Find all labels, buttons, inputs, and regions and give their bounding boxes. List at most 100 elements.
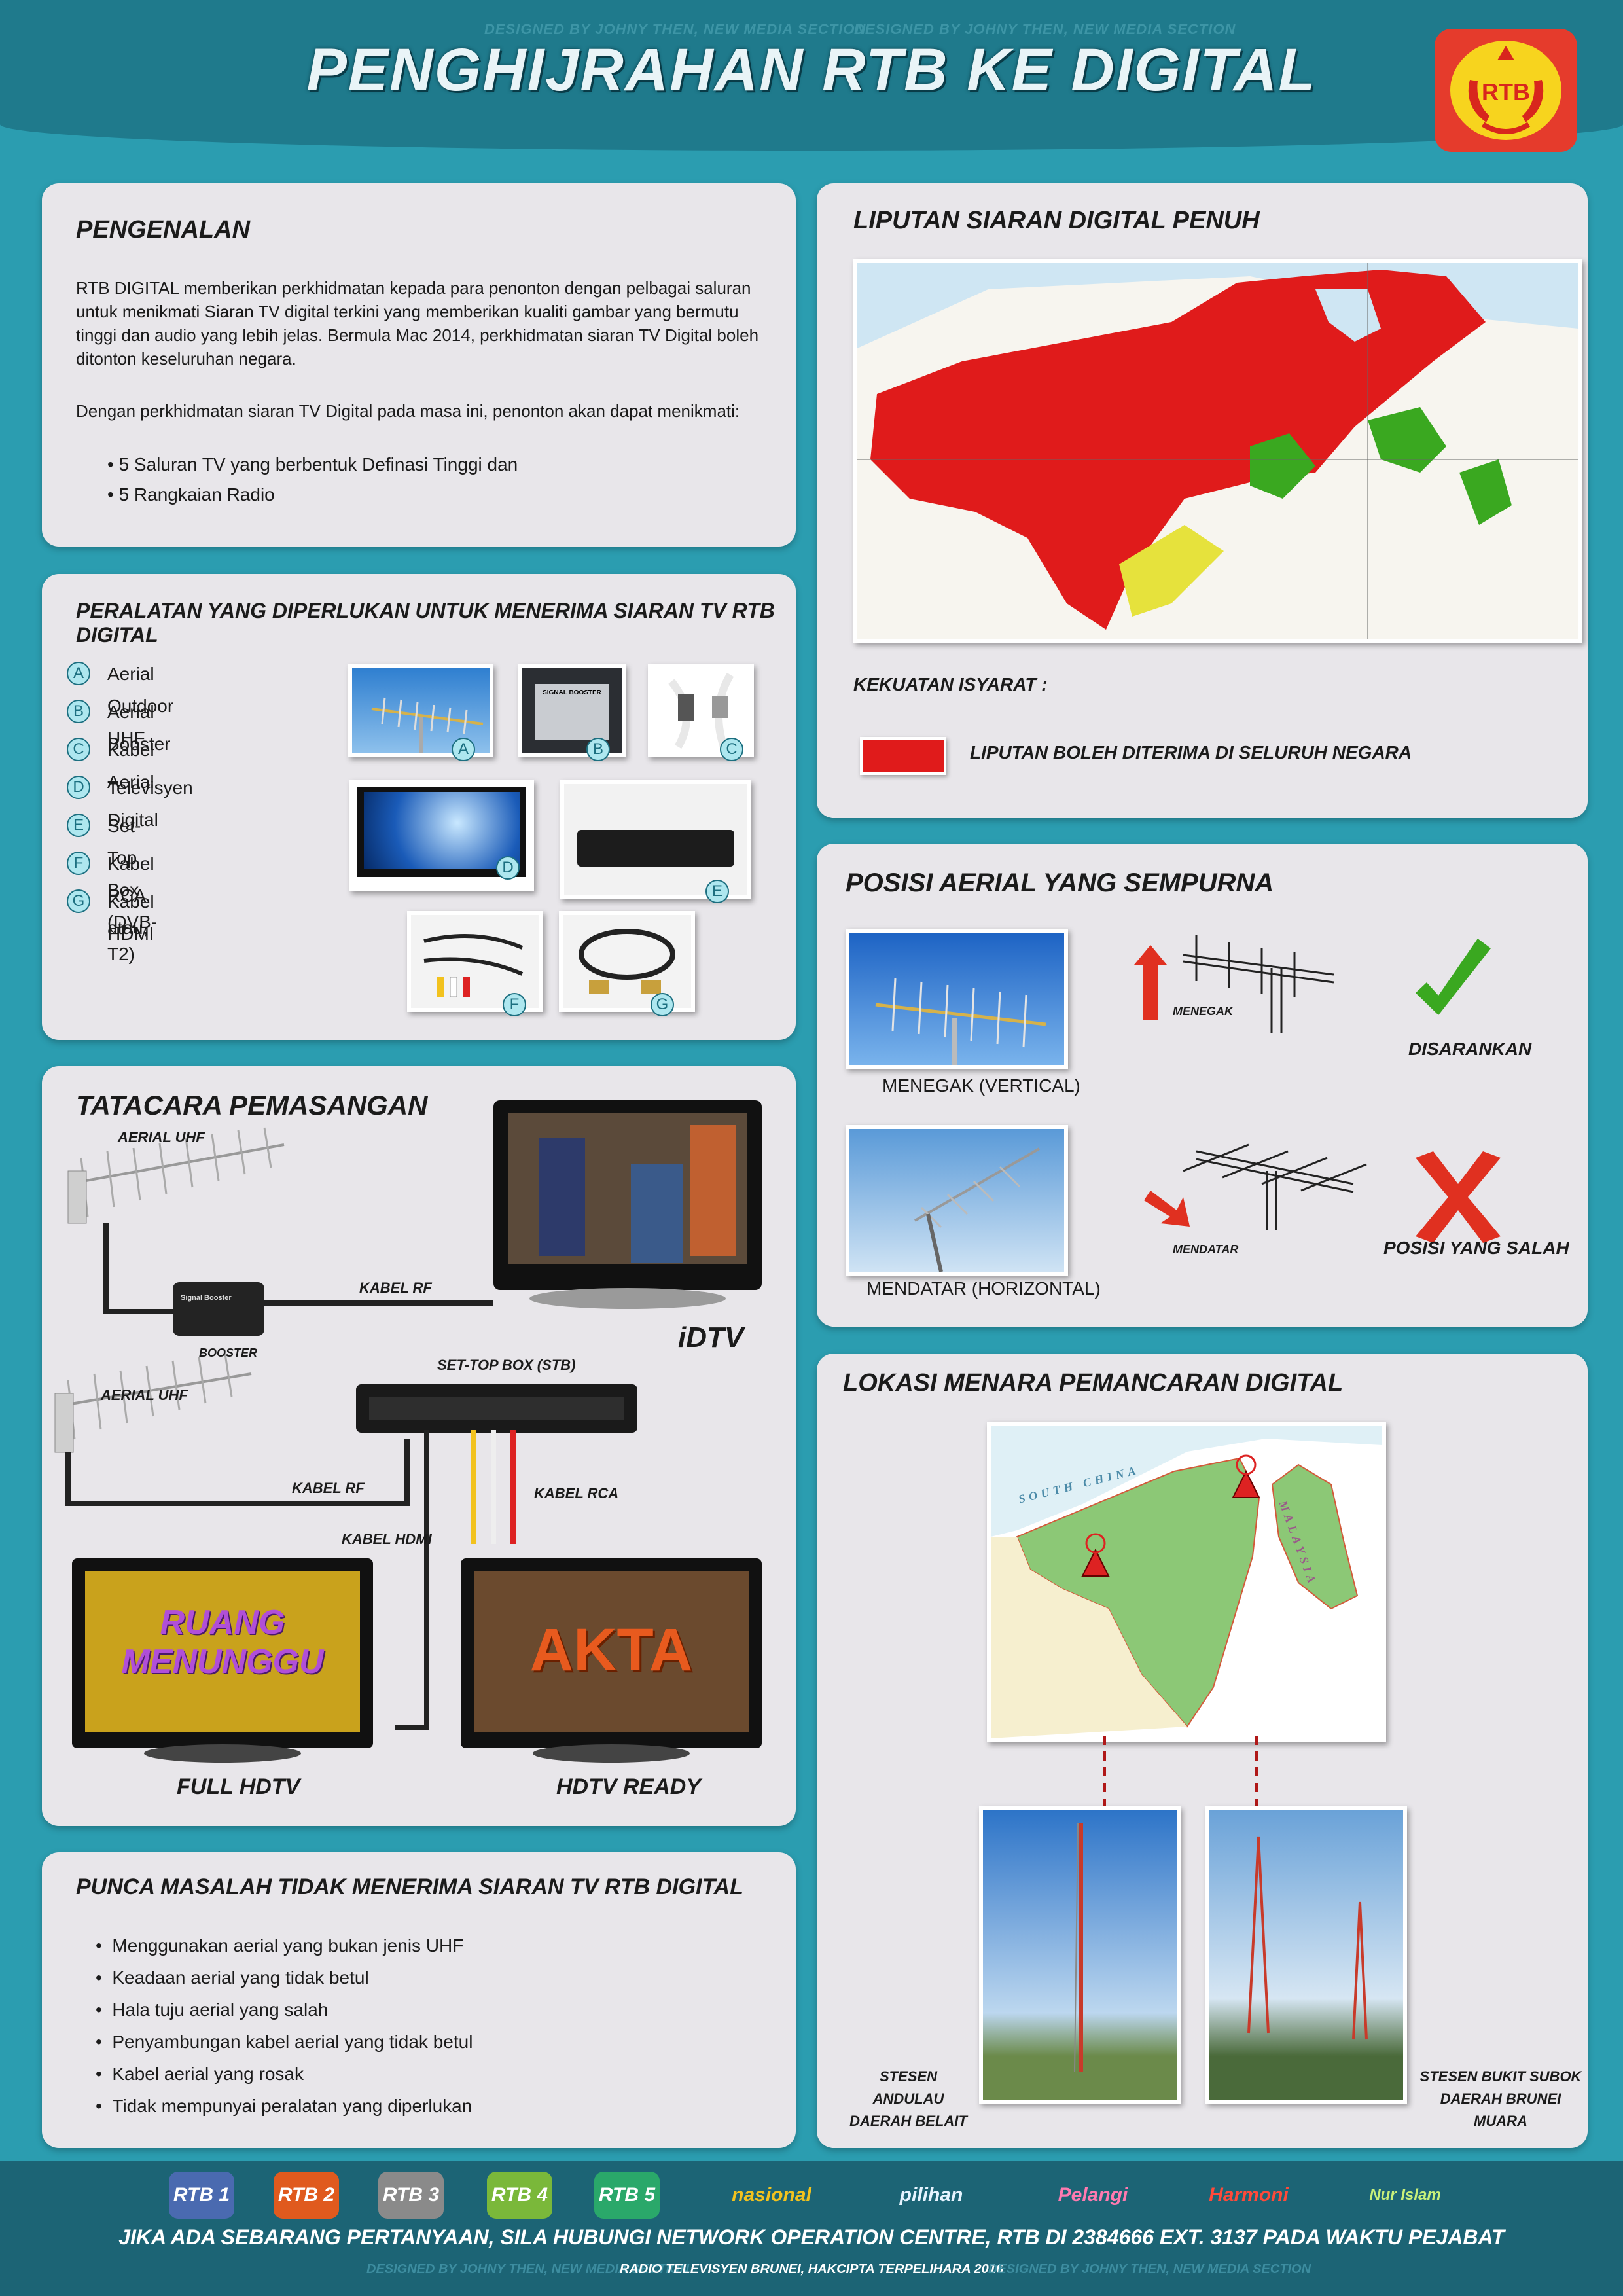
- intro-panel: PENGENALAN RTB DIGITAL memberikan perkhi…: [42, 183, 796, 547]
- photo-horizontal-aerial: [846, 1125, 1068, 1276]
- list-item: • 5 Rangkaian Radio: [107, 484, 275, 505]
- photo-aerial-cable: [648, 664, 754, 757]
- equipment-title: PERALATAN YANG DIPERLUKAN UNTUK MENERIMA…: [76, 599, 775, 647]
- photo-andulau-tower: [979, 1806, 1181, 2104]
- aerial-uhf-label: AERIAL UHF: [118, 1129, 205, 1145]
- list-item: • Hala tuju aerial yang salah: [96, 2000, 329, 2020]
- photo-hdmi-cable: [559, 911, 695, 1012]
- list-item: • Tidak mempunyai peralatan yang diperlu…: [96, 2096, 473, 2116]
- intro-paragraph: RTB DIGITAL memberikan perkhidmatan kepa…: [76, 278, 759, 368]
- channel-logo-rtb4: RTB 4: [487, 2172, 552, 2219]
- stb-label: SET-TOP BOX (STB): [437, 1357, 576, 1373]
- channel-logo-rtb1: RTB 1: [169, 2172, 234, 2219]
- booster-label: SIGNAL BOOSTER: [543, 689, 601, 696]
- idtv-label: iDTV: [678, 1321, 744, 1354]
- problems-title: PUNCA MASALAH TIDAK MENERIMA SIARAN TV R…: [76, 1874, 743, 1899]
- letter-badge: D: [496, 856, 520, 880]
- aerial-position-diagram: [1134, 935, 1501, 1243]
- vertical-caption: MENEGAK (VERTICAL): [882, 1075, 1080, 1096]
- radio-logo-nur-islam: Nur Islam: [1369, 2186, 1441, 2204]
- kabel-rf-label-2: KABEL RF: [292, 1480, 365, 1496]
- coverage-title: LIPUTAN SIARAN DIGITAL PENUH: [853, 207, 1260, 234]
- logo-emblem: RTB: [1450, 41, 1561, 140]
- problems-panel: PUNCA MASALAH TIDAK MENERIMA SIARAN TV R…: [42, 1852, 796, 2148]
- channel-logo-rtb3: RTB 3: [378, 2172, 444, 2219]
- cable-icon: [668, 672, 734, 749]
- letter-badge: B: [67, 700, 90, 723]
- aerial-position-panel: POSISI AERIAL YANG SEMPURNA MENEGAK (VER…: [817, 844, 1588, 1327]
- horizontal-arrow-label: MENDATAR: [1173, 1243, 1239, 1256]
- legend-swatch: [860, 737, 946, 775]
- transmitter-tower-icon: [1232, 1454, 1260, 1498]
- photo-vertical-aerial: [846, 929, 1068, 1069]
- horizontal-aerial-icon: [1183, 1143, 1367, 1230]
- photo-aerial-uhf: [348, 664, 493, 757]
- letter-badge: C: [67, 738, 90, 761]
- channel-logo-rtb2: RTB 2: [274, 2172, 339, 2219]
- full-hdtv-label: FULL HDTV: [177, 1774, 300, 1799]
- kabel-hdmi-label: KABEL HDMI: [342, 1531, 432, 1547]
- letter-badge: E: [705, 880, 729, 903]
- header-band: [0, 0, 1623, 151]
- transmitter-tower-icon: [1081, 1533, 1110, 1577]
- copyright: RADIO TELEVISYEN BRUNEI, HAKCIPTA TERPEL…: [619, 2262, 1003, 2276]
- coverage-map-image: [857, 263, 1578, 639]
- signal-strength-label: KEKUATAN ISYARAT :: [853, 674, 1048, 694]
- tower-connector-lines: [1103, 1736, 1258, 1806]
- coverage-panel: LIPUTAN SIARAN DIGITAL PENUH KEKUATAN IS…: [817, 183, 1588, 818]
- recommended-label: DISARANKAN: [1408, 1039, 1532, 1059]
- list-item: • Kabel aerial yang rosak: [96, 2064, 304, 2084]
- wrong-position-label: POSISI YANG SALAH: [1383, 1238, 1569, 1258]
- photo-set-top-box: [560, 780, 751, 899]
- letter-badge: G: [67, 889, 90, 913]
- rtb-logo: RTB: [1435, 29, 1577, 152]
- brunei-map-image: [991, 1426, 1382, 1738]
- hdtv-ready-label: HDTV READY: [556, 1774, 702, 1799]
- equipment-panel: PERALATAN YANG DIPERLUKAN UNTUK MENERIMA…: [42, 574, 796, 1040]
- logo-text: RTB: [1482, 79, 1530, 105]
- installation-title: TATACARA PEMASANGAN: [76, 1090, 428, 1121]
- towers-panel: LOKASI MENARA PEMANCARAN DIGITAL SOUTH C…: [817, 1354, 1588, 2148]
- tower-icon: [1074, 1823, 1083, 2073]
- footer: [0, 2161, 1623, 2296]
- letter-badge: A: [67, 662, 90, 685]
- aerial-icon: [371, 697, 484, 753]
- tower-location-map: SOUTH CHINA MALAYSIA: [987, 1422, 1386, 1742]
- intro-bullets: • 5 Saluran TV yang berbentuk Definasi T…: [107, 450, 518, 510]
- booster-label: BOOSTER: [199, 1346, 258, 1359]
- vertical-aerial-icon: [1183, 935, 1334, 1033]
- letter-badge: E: [67, 814, 90, 837]
- letter-badge: A: [452, 738, 475, 761]
- aerial-uhf-icon: [54, 1354, 252, 1453]
- intro-title: PENGENALAN: [76, 216, 251, 243]
- problems-list: • Menggunakan aerial yang bukan jenis UH…: [96, 1929, 473, 2122]
- letter-badge: F: [67, 852, 90, 875]
- designer-credit: DESIGNED BY JOHNY THEN, NEW MEDIA SECTIO…: [484, 21, 866, 37]
- designer-credit: DESIGNED BY JOHNY THEN, NEW MEDIA SECTIO…: [366, 2262, 690, 2276]
- list-item: • Menggunakan aerial yang bukan jenis UH…: [96, 1935, 464, 1956]
- towers-title: LOKASI MENARA PEMANCARAN DIGITAL: [843, 1369, 1344, 1397]
- aerial-uhf-icon: [67, 1127, 285, 1224]
- channel-logo-rtb5: RTB 5: [594, 2172, 660, 2219]
- booster-device-text: Signal Booster: [181, 1294, 232, 1302]
- letter-badge: F: [503, 993, 526, 1016]
- letter-badge: G: [651, 993, 674, 1016]
- screen-text-ruang-menunggu: RUANG MENUNGGU: [121, 1604, 324, 1681]
- legend-label: LIPUTAN BOLEH DITERIMA DI SELURUH NEGARA: [970, 742, 1412, 762]
- photo-bukit-subok-tower: [1205, 1806, 1407, 2104]
- rca-cable-icon: [423, 934, 524, 997]
- contact-info: JIKA ADA SEBARANG PERTANYAAN, SILA HUBUN…: [118, 2225, 1505, 2249]
- coverage-map: [853, 259, 1582, 643]
- letter-badge: D: [67, 776, 90, 799]
- photo-digital-tv: [349, 780, 534, 891]
- cross-icon: [1416, 1151, 1501, 1243]
- letter-badge: B: [586, 738, 610, 761]
- list-item: • Keadaan aerial yang tidak betul: [96, 1967, 369, 1988]
- arrow-up-icon: [1134, 945, 1167, 1020]
- kabel-rca-label: KABEL RCA: [534, 1485, 619, 1501]
- list-item: • 5 Saluran TV yang berbentuk Definasi T…: [107, 454, 518, 475]
- page-title: PENGHIJRAHAN RTB KE DIGITAL: [306, 37, 1317, 103]
- installation-panel: TATACARA PEMASANGAN: [42, 1066, 796, 1826]
- aerial-position-title: POSISI AERIAL YANG SEMPURNA: [846, 869, 1274, 897]
- radio-logo-nasional: nasional: [732, 2184, 812, 2206]
